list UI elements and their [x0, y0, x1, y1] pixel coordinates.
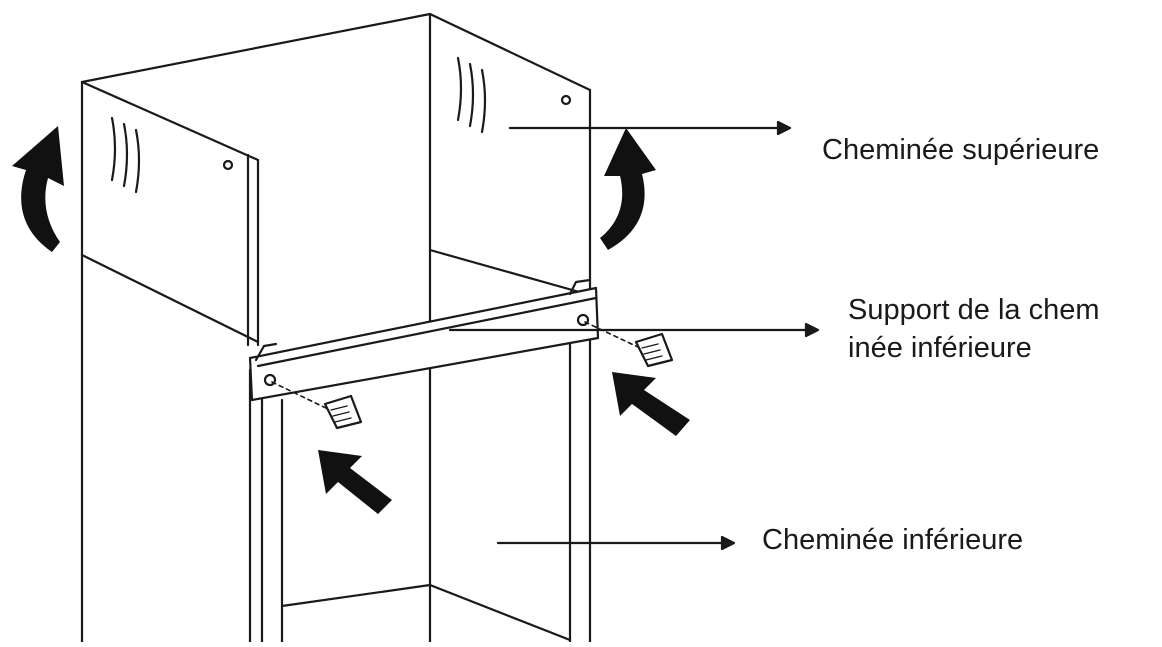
callout-support: [448, 322, 820, 338]
screw-left: [271, 381, 363, 430]
support-bracket: [248, 278, 600, 402]
screw-right: [584, 321, 674, 368]
label-lower-chimney-text: Cheminée inférieure: [762, 524, 1024, 556]
callout-upper: [508, 120, 792, 136]
push-arrow-left-icon: [318, 450, 392, 514]
curved-arrow-left-icon: [12, 126, 64, 252]
callout-lower: [496, 535, 736, 551]
label-lower-chimney: Cheminée inférieure: [762, 522, 1023, 560]
label-support-line-2: inée inférieure: [848, 331, 1032, 364]
push-arrow-right-icon: [612, 372, 690, 436]
label-support-line-1: Support de la chem: [848, 294, 1100, 326]
lower-chimney: [80, 253, 592, 644]
label-upper-chimney: Cheminée supérieure: [822, 132, 1099, 170]
label-support-bracket: Support de la chem inée inférieure: [848, 292, 1099, 367]
curved-arrow-right-icon: [600, 128, 656, 250]
upper-chimney: [80, 12, 592, 347]
label-upper-chimney-text: Cheminée supérieure: [822, 134, 1100, 166]
